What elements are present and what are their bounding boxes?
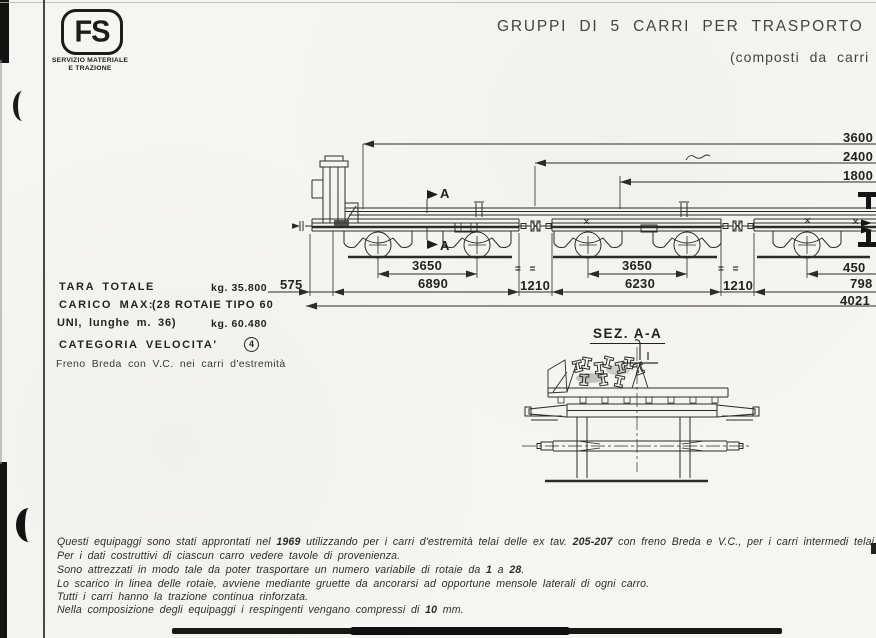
- dim-label-3650-a: 3650: [412, 258, 443, 273]
- section-cut-markers: [426, 190, 438, 249]
- scan-edge-hairline: [0, 60, 2, 464]
- speed-category-badge: 4: [244, 337, 259, 352]
- fs-logo-caption-line2: E TRAZIONE: [68, 64, 112, 72]
- scan-bottom-bar-dark: [350, 627, 570, 635]
- equals-mark-2: = =: [718, 264, 742, 275]
- section-axle: [522, 347, 752, 472]
- dim-label-1210-a: 1210: [520, 278, 551, 293]
- section-marker-label-top: A: [440, 186, 450, 201]
- fs-logo: FS: [61, 9, 123, 55]
- note-text: Tutti i carri hanno la trazione continua…: [57, 591, 309, 603]
- note-line-6: Nella composizione degli equipaggi i res…: [57, 604, 464, 616]
- side-view-drawing: [268, 140, 876, 310]
- note-line-3: Sono attrezzati in modo tale da poter tr…: [57, 564, 525, 576]
- note-line-4: Lo scarico in linea delle rotaie, avvien…: [57, 578, 649, 590]
- note-text: Sono attrezzati in modo tale da poter tr…: [57, 564, 487, 576]
- section-marker-label-bottom: A: [440, 238, 450, 253]
- brake-note: Freno Breda con V.C. nei carri d'estremi…: [56, 358, 286, 370]
- dim-label-1210-b: 1210: [723, 278, 754, 293]
- section-deck: [547, 387, 729, 404]
- dim-label-1800: 1800: [843, 168, 874, 183]
- dim-label-3650-b: 3650: [622, 258, 653, 273]
- spec-label-uni: UNI, lunghe m. 36): [57, 317, 177, 329]
- dim-label-6890: 6890: [418, 276, 449, 291]
- note-text: mm.: [437, 604, 464, 616]
- section-title: SEZ. A-A: [590, 326, 666, 344]
- note-line-5: Tutti i carri hanno la trazione continua…: [57, 591, 308, 603]
- left-buffer: [292, 221, 312, 231]
- cross-bearer: [524, 403, 760, 421]
- coupling-1: [519, 220, 552, 232]
- deck-fittings: [334, 201, 859, 233]
- break-squiggle: [685, 154, 711, 161]
- note-text-bold: 10: [425, 604, 438, 616]
- spec-value-carico: (28 ROTAIE TIPO 60: [152, 299, 274, 311]
- lower-dim-lines: [268, 231, 876, 310]
- dim-label-2400: 2400: [843, 149, 874, 164]
- spec-value-uni: kg. 60.480: [211, 318, 268, 330]
- note-text-bold: 28: [509, 564, 522, 576]
- page-subtitle: (composti da carri: [730, 49, 870, 65]
- equals-mark-1: = =: [515, 264, 539, 275]
- note-text: con freno Breda e V.C., per i carri inte…: [618, 536, 876, 548]
- right-edge-flags: [858, 192, 876, 247]
- note-text-bold: 1: [486, 564, 493, 576]
- scan-right-smudge: [871, 543, 876, 554]
- top-dim-lines: [363, 143, 876, 183]
- axle-guards: [343, 231, 842, 248]
- page-title: GRUPPI DI 5 CARRI PER TRASPORTO ROTAIE A…: [497, 18, 876, 35]
- note-text: .: [521, 564, 525, 576]
- spec-label-categoria: CATEGORIA VELOCITA': [59, 339, 218, 351]
- section-wheels: [576, 417, 691, 478]
- scan-edge-bar-top: [0, 0, 9, 63]
- spec-label-carico: CARICO MAX:: [59, 299, 155, 311]
- rail-stack: [547, 355, 646, 394]
- margin-rule-line: [43, 0, 45, 638]
- note-text: Lo scarico in linea delle rotaie, avvien…: [57, 578, 650, 590]
- punch-hole-mark-top: [13, 91, 32, 121]
- note-text: Per i dati costruttivi di ciascun carro …: [57, 550, 401, 562]
- dim-label-3600: 3600: [843, 130, 874, 145]
- fs-logo-text: FS: [74, 14, 110, 49]
- note-text: Nella composizione degli equipaggi i res…: [57, 604, 426, 616]
- dim-label-6230: 6230: [625, 276, 656, 291]
- unloading-lever: [622, 339, 658, 389]
- note-text-bold: 205-207: [572, 536, 613, 548]
- spec-label-tara: TARA TOTALE: [59, 281, 155, 293]
- fs-logo-caption: SERVIZIO MATERIALE E TRAZIONE: [42, 57, 138, 72]
- note-line-2: Per i dati costruttivi di ciascun carro …: [57, 550, 400, 562]
- coupling-2: [721, 220, 754, 232]
- scan-top-hairline: [0, 2, 876, 3]
- dim-label-798: 798: [850, 276, 873, 291]
- note-text: a: [492, 564, 510, 576]
- fs-logo-caption-line1: SERVIZIO MATERIALE: [51, 57, 129, 64]
- brake-column: [311, 155, 359, 224]
- dim-label-4021: 4021: [840, 293, 871, 308]
- rail-load-lines: [345, 207, 876, 216]
- dim-label-450: 450: [843, 260, 866, 275]
- note-line-1: Questi equipaggi sono stati approntati n…: [57, 536, 876, 548]
- note-text-bold: 1969: [276, 536, 301, 548]
- note-text: utilizzando per i carri d'estremità tela…: [300, 536, 573, 548]
- note-text: Questi equipaggi sono stati approntati n…: [57, 536, 277, 548]
- section-drawing: [522, 339, 760, 483]
- spec-value-tara: kg. 35.800: [211, 282, 268, 294]
- punch-hole-mark-bottom: [16, 508, 42, 542]
- scan-edge-bar-bottom: [0, 462, 7, 638]
- headstocks: [311, 219, 755, 231]
- dim-label-575: 575: [280, 277, 303, 292]
